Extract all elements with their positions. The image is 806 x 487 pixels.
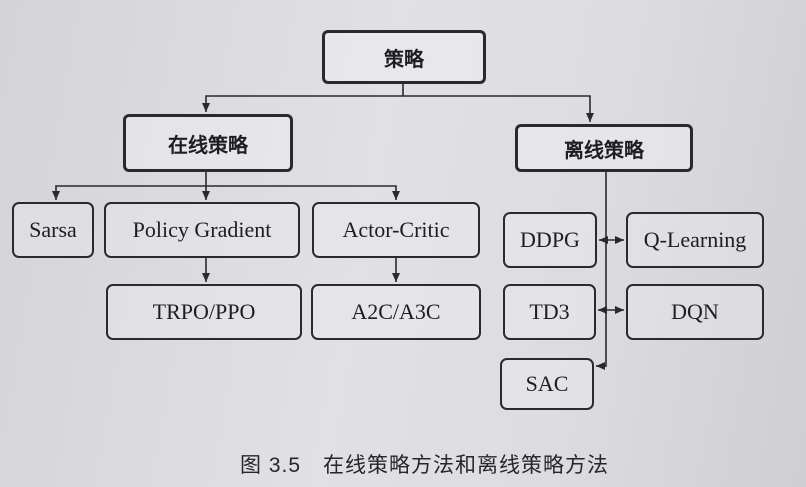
node-sarsa-label: Sarsa [29,217,77,242]
node-sac-label: SAC [525,371,569,396]
figure-number: 图 3.5 [240,454,302,477]
arrow-online-to-ac [206,185,400,200]
node-a2c-label: A2C/A3C [351,299,441,324]
node-a2c-a3c: A2C/A3C [311,284,481,340]
node-online-label: 在线策略 [168,132,248,157]
node-online-policy: 在线策略 [123,114,293,172]
node-sarsa: Sarsa [12,202,94,258]
node-dqn-label: DQN [671,299,719,324]
arrow-root-to-online [202,84,404,112]
figure-title: 在线策略方法和离线策略方法 [323,453,610,477]
node-sac: SAC [500,358,594,410]
node-td3: TD3 [503,284,596,340]
node-offline-policy: 离线策略 [515,124,693,172]
node-policy-gradient: Policy Gradient [104,202,300,258]
node-ddpg-label: DDPG [520,227,580,252]
node-td3-label: TD3 [529,299,570,324]
node-ddpg: DDPG [503,212,597,268]
node-ac-label: Actor-Critic [342,217,450,242]
node-root-label: 策略 [384,46,424,71]
arrow-online-to-sarsa [52,172,207,200]
offline-trunk-line [598,172,607,367]
node-q-learning: Q-Learning [626,212,764,268]
figure-caption: 图 3.5 在线策略方法和离线策略方法 [240,449,609,479]
node-pg-label: Policy Gradient [132,217,272,242]
node-root: 策略 [322,30,486,84]
node-actor-critic: Actor-Critic [312,202,480,258]
arrow-root-to-offline [403,95,594,122]
node-trpo-ppo: TRPO/PPO [106,284,302,340]
node-offline-label: 离线策略 [564,137,644,162]
node-dqn: DQN [626,284,764,340]
node-trpo-label: TRPO/PPO [152,299,256,324]
node-qlearning-label: Q-Learning [643,227,747,252]
